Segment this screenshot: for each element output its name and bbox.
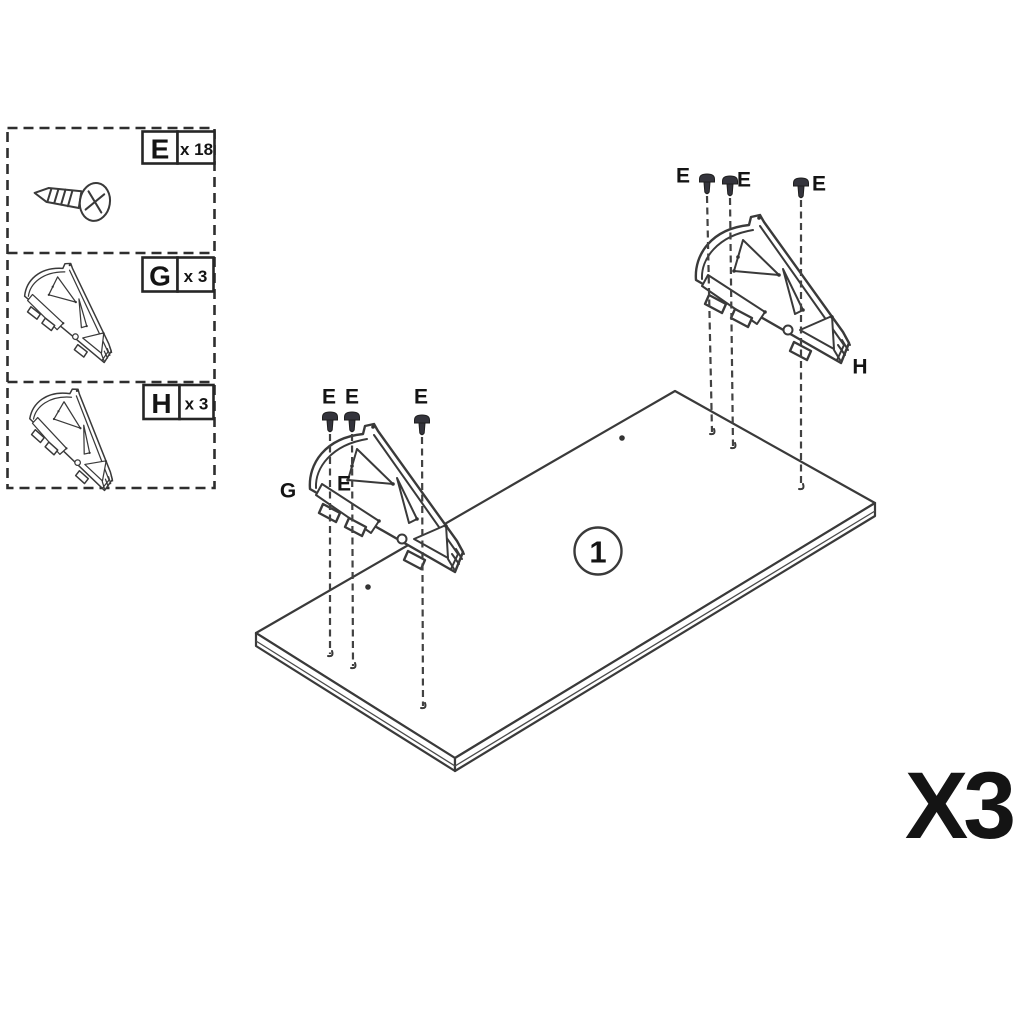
legend-letter-h: H [151,388,171,419]
legend-item-h: H x 3 [142,383,215,421]
legend-screw-illustration [33,182,112,222]
legend-bracket-h-illustration [16,378,133,493]
bracket-g [308,422,466,574]
label-bracket-h: H [852,356,867,379]
label-screw-e: E [676,165,690,188]
legend-border [6,126,216,490]
parts-legend: E x 18 G x 3 H x 3 [6,126,216,493]
legend-count-g: x 3 [184,267,208,286]
legend-item-g: G x 3 [141,256,215,293]
label-screw-e-inner: E [337,473,351,496]
part-labels: E E E E G E E E H [280,165,868,503]
panel-pilot-hole [365,584,371,590]
label-screw-e: E [345,386,359,409]
screw-e [414,414,430,436]
legend-bracket-g-illustration [14,255,127,365]
legend-count-e: x 18 [180,140,213,159]
panel-edge-detail-line [255,510,876,767]
label-screw-e: E [812,173,826,196]
panel [254,389,877,773]
legend-letter-e: E [151,134,170,165]
part-number-badge: 1 [573,526,623,576]
label-screw-e: E [322,386,336,409]
screw-e [722,175,738,197]
screw-e [322,411,338,433]
screw-e [344,411,360,433]
bracket-h [694,213,852,365]
repeat-count-label: X3 [905,753,1013,859]
legend-letter-g: G [149,261,171,292]
label-bracket-g: G [280,480,296,503]
panel-pilot-hole [619,435,625,441]
legend-item-e: E x 18 [141,130,216,165]
label-screw-e: E [414,386,428,409]
label-screw-e: E [737,169,751,192]
legend-count-h: x 3 [185,395,209,414]
screw-e [793,177,809,199]
screw-guide-lines [327,195,805,710]
part-number: 1 [589,535,606,570]
screw-e [699,173,715,195]
